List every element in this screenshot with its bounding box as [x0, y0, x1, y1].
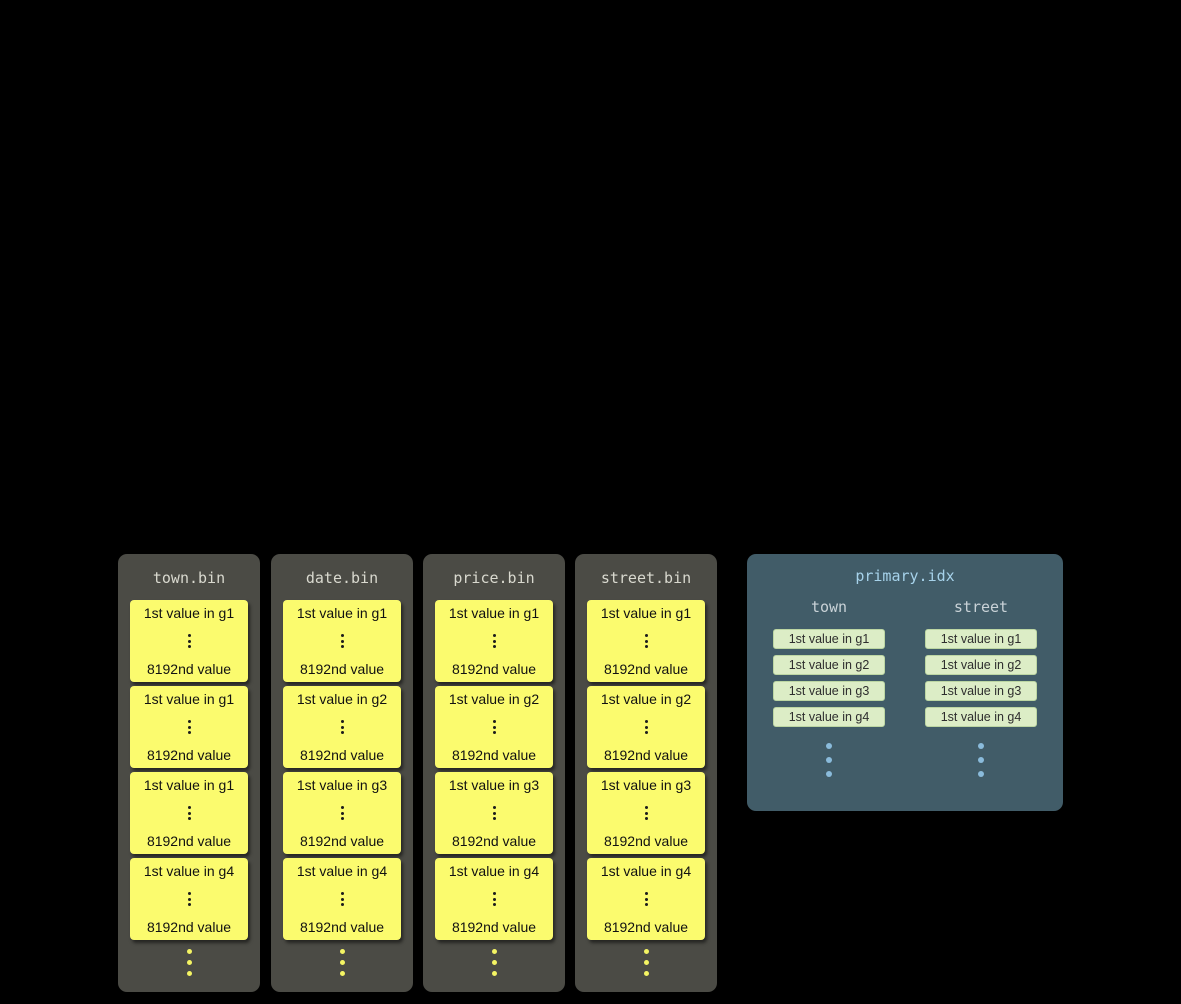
vertical-ellipsis-icon — [340, 804, 344, 823]
granule-first-value: 1st value in g4 — [600, 863, 692, 879]
index-entry: 1st value in g2 — [925, 655, 1037, 675]
index-entry: 1st value in g2 — [773, 655, 885, 675]
bin-file-price: price.bin 1st value in g1 8192nd value 1… — [423, 554, 565, 992]
granule-first-value: 1st value in g2 — [296, 691, 388, 707]
primary-index-columns: town 1st value in g1 1st value in g2 1st… — [747, 598, 1063, 777]
more-entries-ellipsis — [826, 743, 832, 777]
granule-block: 1st value in g1 8192nd value — [435, 600, 553, 682]
granule-first-value: 1st value in g1 — [600, 605, 692, 621]
granule-block: 1st value in g1 8192nd value — [130, 772, 248, 854]
vertical-ellipsis-icon — [492, 804, 496, 823]
index-entry: 1st value in g4 — [773, 707, 885, 727]
granule-last-value: 8192nd value — [603, 747, 689, 763]
granule-last-value: 8192nd value — [451, 833, 537, 849]
more-entries-ellipsis — [978, 743, 984, 777]
granule-first-value: 1st value in g1 — [143, 691, 235, 707]
vertical-ellipsis-icon — [492, 890, 496, 909]
more-granules-ellipsis — [130, 949, 248, 976]
granule-block: 1st value in g4 8192nd value — [435, 858, 553, 940]
primary-index-panel: primary.idx town 1st value in g1 1st val… — [747, 554, 1063, 811]
granule-block: 1st value in g2 8192nd value — [283, 686, 401, 768]
vertical-ellipsis-icon — [187, 632, 191, 651]
granule-last-value: 8192nd value — [299, 833, 385, 849]
granule-first-value: 1st value in g4 — [296, 863, 388, 879]
vertical-ellipsis-icon — [187, 890, 191, 909]
granule-last-value: 8192nd value — [299, 747, 385, 763]
index-entry: 1st value in g1 — [773, 629, 885, 649]
granule-block: 1st value in g1 8192nd value — [130, 686, 248, 768]
granule-last-value: 8192nd value — [299, 919, 385, 935]
vertical-ellipsis-icon — [644, 804, 648, 823]
bin-file-title: street.bin — [600, 569, 692, 587]
granule-first-value: 1st value in g3 — [600, 777, 692, 793]
granule-first-value: 1st value in g2 — [600, 691, 692, 707]
granule-last-value: 8192nd value — [603, 661, 689, 677]
granule-block: 1st value in g1 8192nd value — [587, 600, 705, 682]
bin-file-street: street.bin 1st value in g1 8192nd value … — [575, 554, 717, 992]
more-granules-ellipsis — [435, 949, 553, 976]
granule-block: 1st value in g1 8192nd value — [283, 600, 401, 682]
granule-block: 1st value in g3 8192nd value — [587, 772, 705, 854]
granule-last-value: 8192nd value — [451, 919, 537, 935]
bin-file-title: town.bin — [152, 569, 226, 587]
more-granules-ellipsis — [283, 949, 401, 976]
index-entry: 1st value in g4 — [925, 707, 1037, 727]
granule-last-value: 8192nd value — [603, 833, 689, 849]
granule-block: 1st value in g4 8192nd value — [283, 858, 401, 940]
vertical-ellipsis-icon — [492, 632, 496, 651]
granule-first-value: 1st value in g1 — [296, 605, 388, 621]
granule-last-value: 8192nd value — [299, 661, 385, 677]
granule-first-value: 1st value in g1 — [143, 777, 235, 793]
vertical-ellipsis-icon — [187, 718, 191, 737]
granule-first-value: 1st value in g3 — [296, 777, 388, 793]
granule-first-value: 1st value in g3 — [448, 777, 540, 793]
granule-first-value: 1st value in g4 — [448, 863, 540, 879]
granule-block: 1st value in g1 8192nd value — [130, 600, 248, 682]
granule-last-value: 8192nd value — [146, 747, 232, 763]
index-entry: 1st value in g3 — [925, 681, 1037, 701]
vertical-ellipsis-icon — [492, 718, 496, 737]
granule-block: 1st value in g3 8192nd value — [435, 772, 553, 854]
granule-block: 1st value in g4 8192nd value — [587, 858, 705, 940]
granule-last-value: 8192nd value — [146, 919, 232, 935]
granule-block: 1st value in g2 8192nd value — [435, 686, 553, 768]
granule-last-value: 8192nd value — [451, 661, 537, 677]
granule-last-value: 8192nd value — [451, 747, 537, 763]
bin-file-town: town.bin 1st value in g1 8192nd value 1s… — [118, 554, 260, 992]
granule-last-value: 8192nd value — [146, 661, 232, 677]
more-granules-ellipsis — [587, 949, 705, 976]
granule-last-value: 8192nd value — [603, 919, 689, 935]
granule-block: 1st value in g2 8192nd value — [587, 686, 705, 768]
bin-file-title: date.bin — [305, 569, 379, 587]
bin-file-title: price.bin — [453, 569, 535, 587]
granule-first-value: 1st value in g1 — [143, 605, 235, 621]
index-column-header: town — [810, 598, 848, 616]
index-entry: 1st value in g3 — [773, 681, 885, 701]
vertical-ellipsis-icon — [340, 890, 344, 909]
vertical-ellipsis-icon — [187, 804, 191, 823]
granule-first-value: 1st value in g1 — [448, 605, 540, 621]
vertical-ellipsis-icon — [644, 890, 648, 909]
granule-last-value: 8192nd value — [146, 833, 232, 849]
granule-block: 1st value in g3 8192nd value — [283, 772, 401, 854]
granule-first-value: 1st value in g4 — [143, 863, 235, 879]
bin-file-date: date.bin 1st value in g1 8192nd value 1s… — [271, 554, 413, 992]
vertical-ellipsis-icon — [340, 718, 344, 737]
vertical-ellipsis-icon — [340, 632, 344, 651]
index-column-street: street 1st value in g1 1st value in g2 1… — [925, 598, 1037, 777]
index-entry: 1st value in g1 — [925, 629, 1037, 649]
vertical-ellipsis-icon — [644, 632, 648, 651]
granule-first-value: 1st value in g2 — [448, 691, 540, 707]
vertical-ellipsis-icon — [644, 718, 648, 737]
primary-index-title: primary.idx — [855, 567, 955, 585]
index-column-town: town 1st value in g1 1st value in g2 1st… — [773, 598, 885, 777]
granule-block: 1st value in g4 8192nd value — [130, 858, 248, 940]
index-column-header: street — [953, 598, 1009, 616]
